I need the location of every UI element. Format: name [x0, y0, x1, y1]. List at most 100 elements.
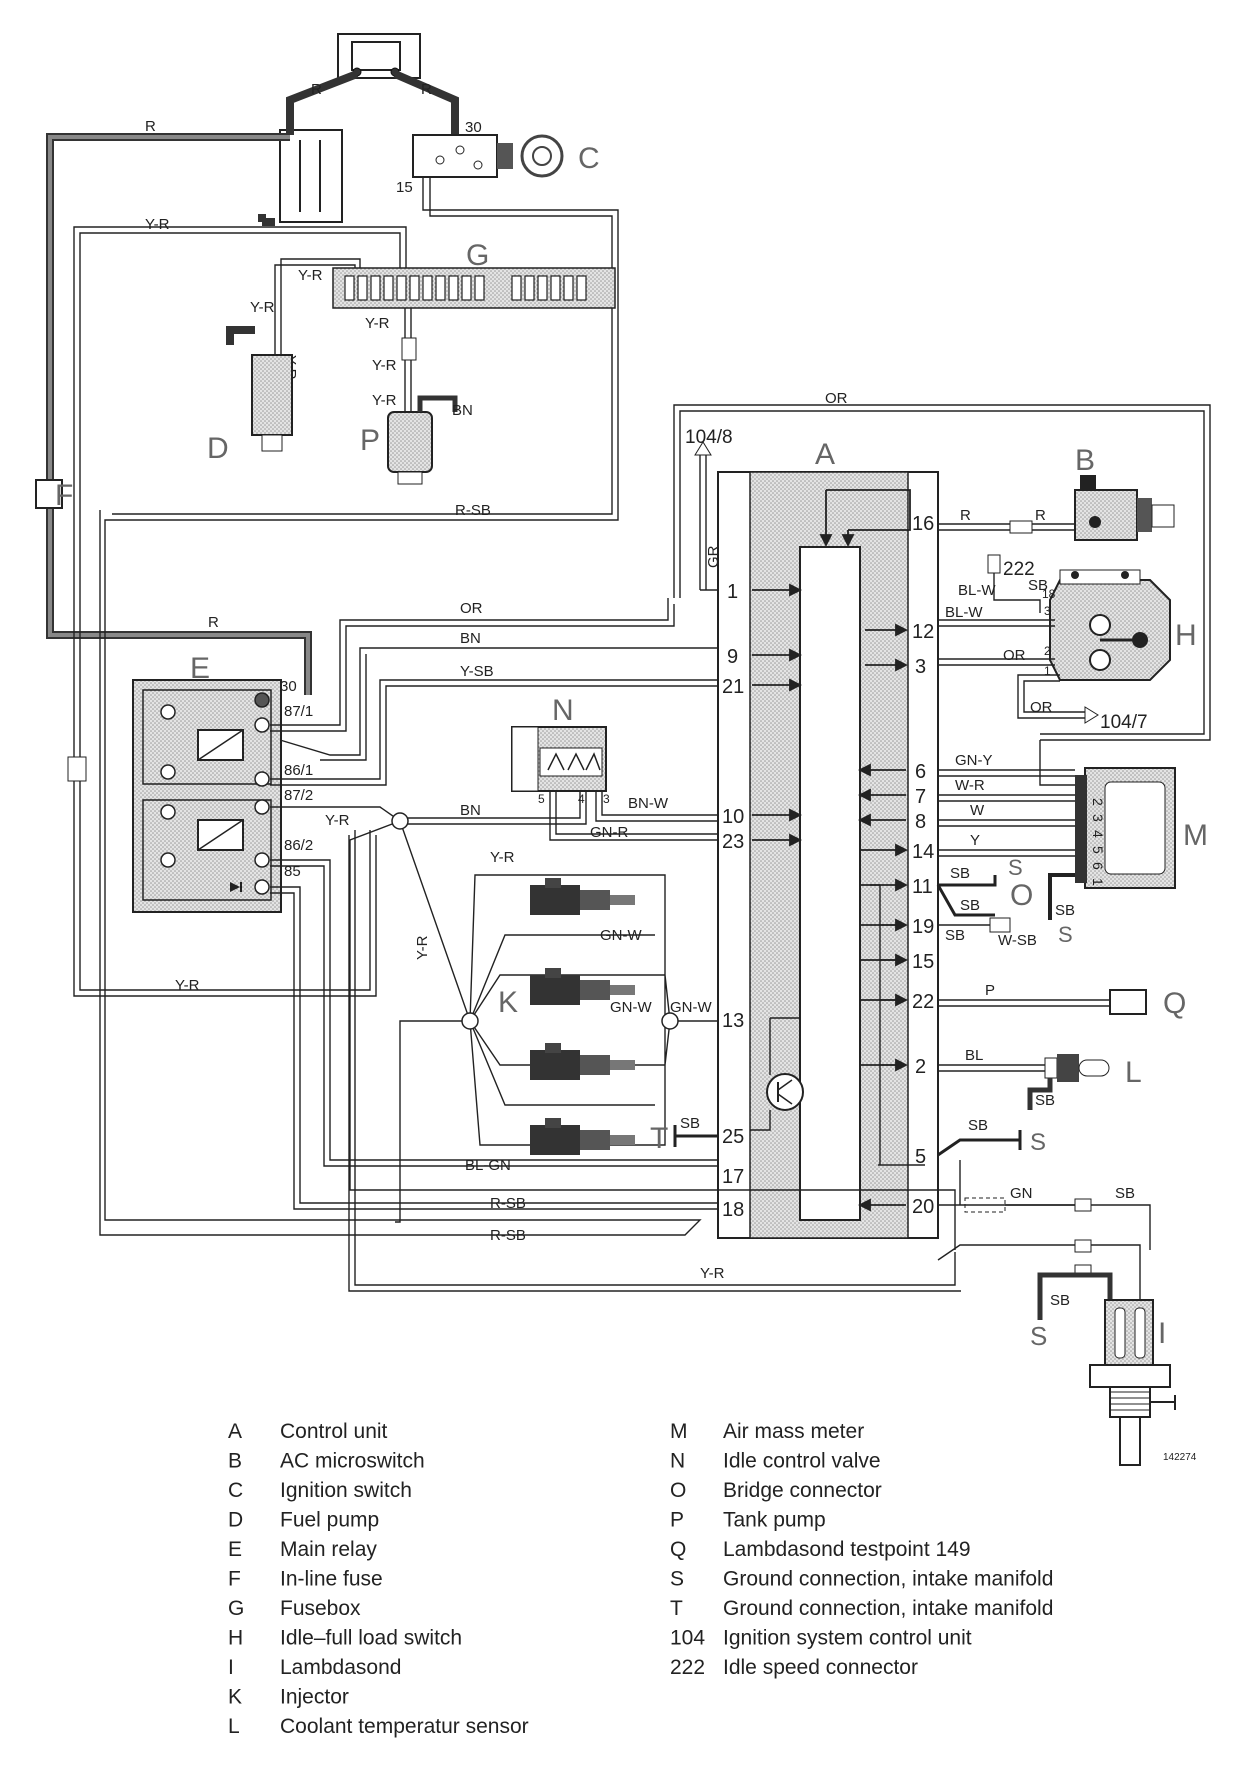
idle-control-valve-N: [511, 726, 607, 792]
svg-text:2: 2: [1090, 798, 1106, 806]
ref-222: 222: [1003, 559, 1035, 580]
legend-right-item-key: S: [670, 1568, 684, 1591]
wire-label: GN-R: [590, 824, 628, 841]
r-sb-wire-outline: [112, 178, 613, 515]
wire-label: R: [208, 614, 219, 631]
legend-left-item-text: Fusebox: [280, 1597, 361, 1620]
ignition-terminal: 30: [465, 119, 482, 136]
wire-label: SB: [1115, 1185, 1135, 1202]
svg-text:1: 1: [1090, 878, 1106, 886]
label-K: K: [498, 986, 518, 1019]
inline-fuse-F: [35, 479, 63, 509]
injectors-K: [461, 874, 718, 1155]
wire-label: Y-R: [700, 1265, 725, 1282]
legend-left-item-key: H: [228, 1627, 243, 1650]
label-E: E: [190, 652, 210, 685]
svg-text:86/2: 86/2: [284, 837, 313, 854]
relay-terminals: 30 87/1 86/1 87/2 86/2 85: [280, 678, 313, 880]
bn-w-wire: [601, 791, 718, 816]
label-H: H: [1175, 619, 1197, 652]
svg-text:18: 18: [1042, 587, 1056, 601]
wire-connector: [67, 756, 87, 782]
legend-right-item-key: 222: [670, 1656, 705, 1679]
wire-label: Y-R: [298, 267, 323, 284]
legend-right-item-key: N: [670, 1450, 685, 1473]
tank-pump-P: [387, 395, 458, 485]
figure-id: 142274: [1163, 1452, 1197, 1463]
svg-text:22: 22: [912, 991, 934, 1013]
legend-right-item-text: Ground connection, intake manifold: [723, 1568, 1053, 1591]
wire-label: SB: [1028, 577, 1048, 594]
svg-text:30: 30: [280, 678, 297, 695]
valve-pin: 3: [603, 792, 610, 806]
legend-left-item-text: Ignition switch: [280, 1479, 412, 1502]
svg-text:9: 9: [727, 646, 738, 668]
svg-text:3: 3: [1044, 604, 1051, 618]
legend-left-item-key: B: [228, 1450, 242, 1473]
y-sb-wire: [270, 679, 718, 780]
lambdasond-I: [1037, 1272, 1176, 1466]
wire-label: SB: [1035, 1092, 1055, 1109]
or-relay-wire: [270, 598, 669, 726]
svg-text:6: 6: [915, 761, 926, 783]
legend-right-item-key: P: [670, 1509, 684, 1532]
wire-label: W-SB: [998, 932, 1037, 949]
wire-label: BN: [460, 630, 481, 647]
wire-label: GN-W: [600, 927, 642, 944]
wire-label: R: [145, 118, 156, 135]
svg-text:13: 13: [722, 1010, 744, 1032]
wire-label: Y-R: [250, 299, 275, 316]
legend-right-item-text: Air mass meter: [723, 1420, 864, 1443]
air-mass-meter-wires: [938, 769, 1075, 851]
svg-text:1: 1: [727, 581, 738, 603]
legend-left-item-text: Control unit: [280, 1420, 388, 1443]
wire-label: GN-W: [670, 999, 712, 1016]
legend-left-item-text: Lambdasond: [280, 1656, 401, 1679]
wire-label: SB: [680, 1115, 700, 1132]
legend-left-item-text: Coolant temperatur sensor: [280, 1715, 529, 1738]
label-F: F: [55, 479, 73, 512]
battery-to-ignition-cable: [393, 70, 459, 145]
wire-label: SB: [1055, 902, 1075, 919]
svg-text:19: 19: [912, 916, 934, 938]
svg-text:17: 17: [722, 1166, 744, 1188]
wire-label: Y-R: [372, 392, 397, 409]
m-ground-wire: [1048, 873, 1075, 920]
legend-left-item-text: AC microswitch: [280, 1450, 425, 1473]
legend-right-item-key: M: [670, 1420, 688, 1443]
control-unit-left-pins: 1 9 21 10 23 13 25 17 18: [722, 581, 744, 1221]
label-S: S: [1008, 855, 1023, 880]
bn-valve-wire: [400, 791, 581, 819]
wire-label: Y-R: [145, 216, 170, 233]
label-B: B: [1075, 444, 1095, 477]
wire-label: SB: [968, 1117, 988, 1134]
label-O: O: [1010, 879, 1033, 912]
wire-label: R-SB: [490, 1195, 526, 1212]
legend-left-item-key: F: [228, 1568, 241, 1591]
legend-right-item-text: Idle speed connector: [723, 1656, 918, 1679]
legend-right-item-key: Q: [670, 1538, 686, 1561]
or-wire: [673, 404, 1211, 741]
wire-label: Y-SB: [460, 663, 494, 680]
wire-label: BL: [965, 1047, 983, 1064]
svg-text:5: 5: [915, 1146, 926, 1168]
wire-label: Y-R: [325, 812, 350, 829]
wire-label: R: [311, 81, 322, 98]
svg-text:2: 2: [915, 1056, 926, 1078]
ref-104-7: 104/7: [1100, 712, 1148, 733]
svg-text:23: 23: [722, 831, 744, 853]
wire-label: R: [960, 507, 971, 524]
legend-left-item-key: C: [228, 1479, 243, 1502]
legend-left-item-key: I: [228, 1656, 234, 1679]
coolant-temp-sensor-L: [1027, 1054, 1110, 1110]
ref-arrow-104-8: [694, 441, 712, 456]
label-P: P: [360, 424, 380, 457]
legend-left-item-text: Fuel pump: [280, 1509, 379, 1532]
legend-right-item-text: Bridge connector: [723, 1479, 882, 1502]
lambda-wire: [937, 1244, 1141, 1300]
ground-wire-5: [937, 1138, 1020, 1157]
idle-speed-wire: [993, 573, 1041, 613]
wire-label: SB: [950, 865, 970, 882]
legend-right-item-text: Lambdasond testpoint 149: [723, 1538, 971, 1561]
